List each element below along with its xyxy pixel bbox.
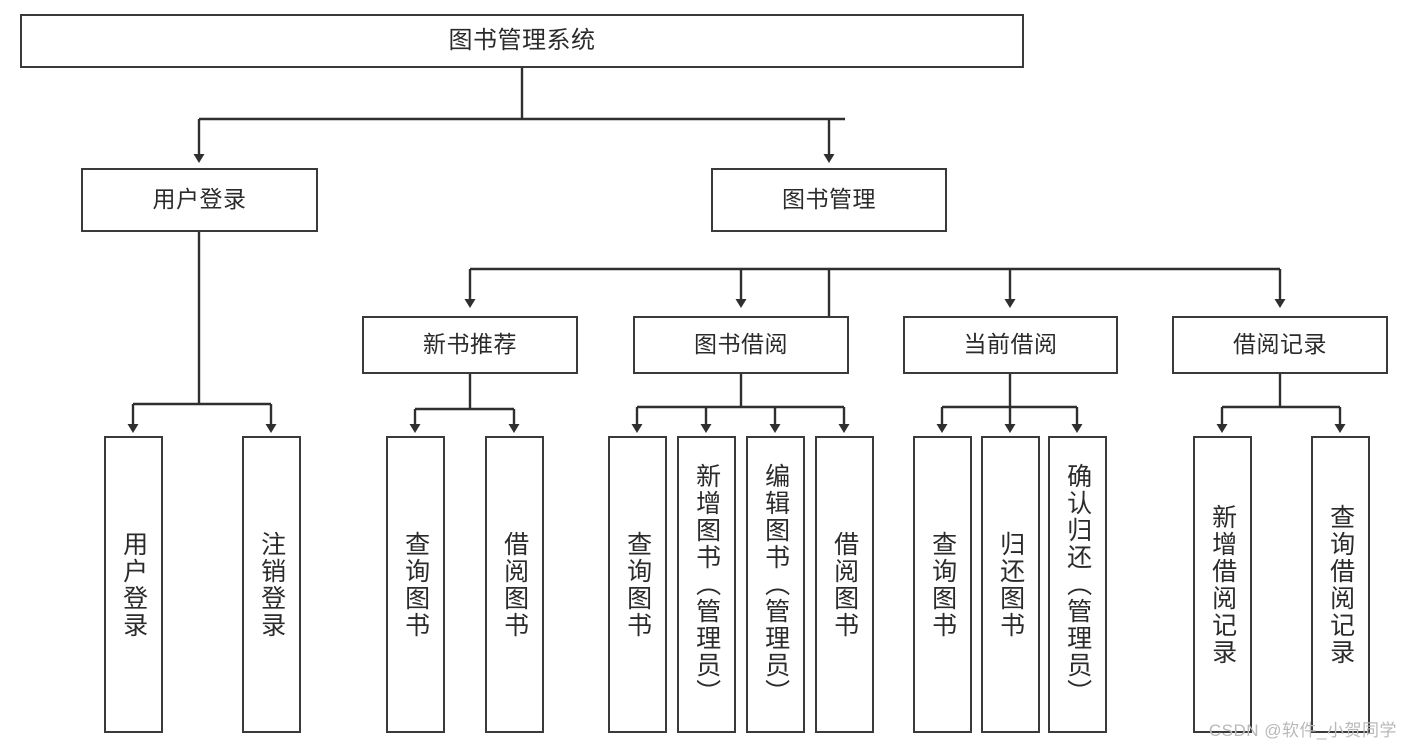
node-borrow-record[interactable]: 借阅记录 (1172, 316, 1388, 374)
node-label: 当前借阅 (963, 331, 1058, 358)
node-root-book-management-system[interactable]: 图书管理系统 (20, 14, 1024, 68)
node-label: 查询图书 (401, 530, 430, 639)
leaf-book-borrow-edit[interactable]: 编辑图书（管理员） (746, 436, 805, 733)
node-label: 借阅图书 (830, 530, 859, 639)
node-label: 用户登录 (119, 530, 148, 639)
node-book-borrow[interactable]: 图书借阅 (633, 316, 849, 374)
leaf-borrow-record-add[interactable]: 新增借阅记录 (1193, 436, 1252, 733)
leaf-book-borrow-borrow[interactable]: 借阅图书 (815, 436, 874, 733)
node-label: 编辑图书（管理员） (761, 463, 790, 706)
node-label: 查询图书 (623, 530, 652, 639)
leaf-new-book-query[interactable]: 查询图书 (386, 436, 445, 733)
node-label: 新增借阅记录 (1208, 503, 1237, 666)
node-label: 图书管理系统 (448, 26, 596, 54)
node-label: 图书借阅 (694, 331, 788, 358)
node-label: 注销登录 (257, 530, 286, 639)
node-label: 图书管理 (782, 186, 876, 213)
csdn-watermark: CSDN @软件_小贺同学 (1208, 721, 1397, 740)
node-label: 归还图书 (996, 530, 1025, 639)
leaf-book-borrow-query[interactable]: 查询图书 (608, 436, 667, 733)
node-label: 新书推荐 (423, 331, 517, 358)
node-new-book-recommend[interactable]: 新书推荐 (362, 316, 578, 374)
leaf-borrow-record-query[interactable]: 查询借阅记录 (1311, 436, 1370, 733)
leaf-current-borrow-return[interactable]: 归还图书 (981, 436, 1040, 733)
node-user-login[interactable]: 用户登录 (81, 168, 318, 232)
leaf-new-book-borrow[interactable]: 借阅图书 (485, 436, 544, 733)
leaf-current-borrow-query[interactable]: 查询图书 (913, 436, 972, 733)
leaf-current-borrow-confirm-return[interactable]: 确认归还（管理员） (1048, 436, 1107, 733)
leaf-user-login-signin[interactable]: 用户登录 (104, 436, 163, 733)
node-label: 查询借阅记录 (1326, 503, 1355, 666)
node-label: 借阅图书 (500, 530, 529, 639)
node-label: 用户登录 (152, 186, 247, 213)
node-book-management[interactable]: 图书管理 (711, 168, 947, 232)
node-label: 借阅记录 (1233, 331, 1327, 358)
node-label: 确认归还（管理员） (1063, 463, 1092, 706)
leaf-user-login-signout[interactable]: 注销登录 (242, 436, 301, 733)
node-label: 查询图书 (928, 530, 957, 639)
node-current-borrow[interactable]: 当前借阅 (903, 316, 1118, 374)
leaf-book-borrow-add[interactable]: 新增图书（管理员） (677, 436, 736, 733)
node-label: 新增图书（管理员） (692, 463, 721, 706)
